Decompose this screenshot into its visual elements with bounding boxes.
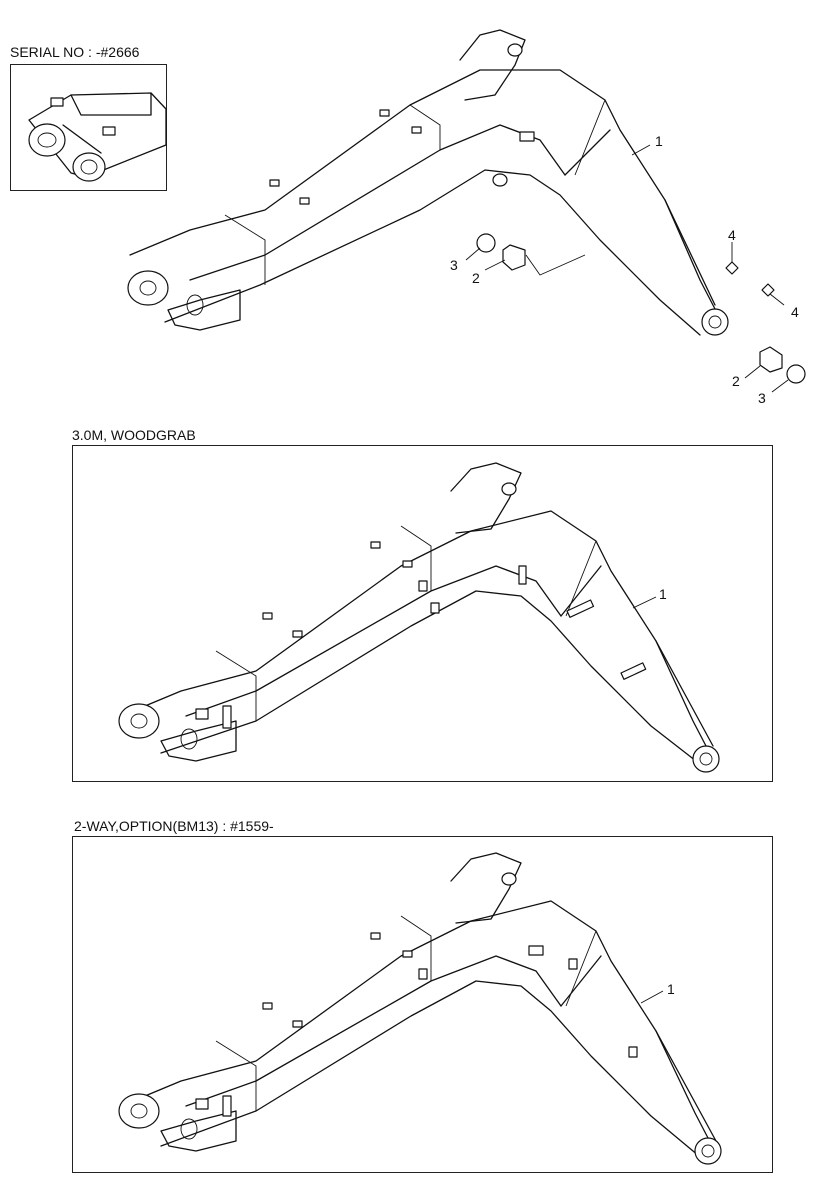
woodgrab-caption: 3.0M, WOODGRAB <box>72 427 196 443</box>
bushing-part-upper <box>502 244 526 271</box>
grease-nipple-lower <box>761 283 775 297</box>
callout-boom: 1 <box>655 133 663 149</box>
ring-part-upper <box>476 233 496 253</box>
callout-ring-upper: 3 <box>450 257 458 273</box>
grease-nipple-upper <box>725 261 739 275</box>
main-boom-body <box>127 29 729 336</box>
ring-part-lower <box>786 364 806 384</box>
woodgrab-frame: 1 <box>72 445 773 782</box>
inset-caption: SERIAL NO : -#2666 <box>10 44 140 60</box>
inset-boom-foot-detail <box>28 92 167 182</box>
inset-frame <box>10 64 167 191</box>
twoway-callout-boom: 1 <box>667 981 675 997</box>
callout-bushing-upper: 2 <box>472 270 480 286</box>
twoway-boom-diagram: 1 <box>118 852 722 1165</box>
woodgrab-boom-diagram: 1 <box>118 462 720 773</box>
twoway-caption: 2-WAY,OPTION(BM13) : #1559- <box>74 818 274 834</box>
twoway-frame: 1 <box>72 836 773 1173</box>
callout-bushing-lower: 2 <box>732 373 740 389</box>
bushing-part-lower <box>759 346 783 373</box>
callout-ring-lower: 3 <box>758 390 766 406</box>
callout-nipple-lower: 4 <box>791 304 799 320</box>
woodgrab-callout-boom: 1 <box>659 586 667 602</box>
main-boom-diagram: 1 2 3 4 4 2 3 <box>127 29 806 406</box>
callout-nipple-upper: 4 <box>728 227 736 243</box>
